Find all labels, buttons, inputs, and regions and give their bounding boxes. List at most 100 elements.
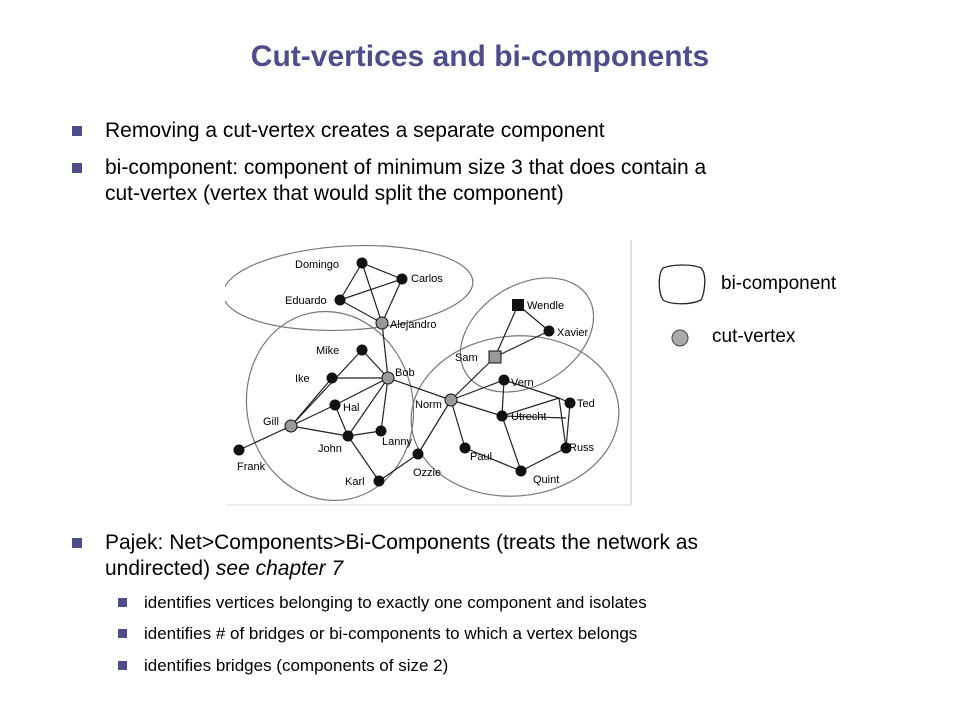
- edge: [380, 377, 389, 432]
- node-frank: [233, 444, 245, 456]
- node-hal: [329, 399, 341, 411]
- label-paul: Paul: [470, 451, 492, 463]
- legend-cut-vertex-label: cut-vertex: [712, 326, 796, 347]
- label-ozzie: Ozzie: [413, 467, 441, 479]
- label-alejandro: Alejandro: [390, 319, 436, 331]
- edge: [494, 330, 550, 358]
- edge: [501, 397, 560, 417]
- label-vern: Vern: [511, 377, 534, 389]
- sub-bullet-text: identifies bridges (components of size 2…: [144, 656, 449, 675]
- node-domingo: [356, 257, 368, 269]
- bi-component-top-left: [225, 244, 474, 332]
- edge: [501, 379, 505, 417]
- label-eduardo: Eduardo: [285, 295, 327, 307]
- node-gill-cut-vertex: [284, 419, 298, 433]
- bullet-text: bi-component: component of minimum size …: [105, 156, 707, 179]
- node-ike: [326, 372, 338, 384]
- bullet-text-continued: cut-vertex (vertex that would split the …: [105, 182, 564, 205]
- label-xavier: Xavier: [557, 327, 589, 339]
- edge: [334, 404, 349, 437]
- node-wendle: [512, 299, 524, 311]
- sub-bullet-text: identifies # of bridges or bi-components…: [144, 624, 638, 643]
- edge: [501, 415, 522, 472]
- node-bob-cut-vertex: [381, 371, 395, 385]
- bullet-square: [72, 538, 82, 548]
- node-vern: [498, 374, 510, 386]
- bi-component-top-right: [459, 277, 595, 393]
- edge: [450, 399, 503, 417]
- edge: [334, 377, 389, 406]
- edge: [558, 397, 567, 449]
- edge: [290, 404, 336, 427]
- label-bob: Bob: [395, 367, 415, 379]
- pajek-chapter-reference: see chapter 7: [215, 557, 344, 580]
- node-mike: [356, 344, 368, 356]
- label-quint: Quint: [533, 474, 559, 486]
- bi-component-legend-icon: [658, 264, 706, 305]
- edge: [378, 453, 419, 482]
- bullet-square: [72, 163, 82, 173]
- edge: [565, 402, 571, 449]
- legend-bi-component-label: bi-component: [721, 273, 837, 294]
- edge: [339, 278, 403, 301]
- label-karl: Karl: [345, 476, 365, 488]
- node-alejandro-cut-vertex: [375, 316, 389, 330]
- network-diagram: Domingo Carlos Eduardo Alejandro Wendle …: [225, 238, 633, 507]
- node-john: [342, 430, 354, 442]
- node-karl: [373, 475, 385, 487]
- cut-vertex-legend-icon: [671, 329, 689, 347]
- edge: [347, 430, 382, 437]
- pajek-undirected-text: undirected): [105, 557, 211, 580]
- node-xavier: [543, 325, 555, 337]
- edge: [290, 425, 349, 437]
- node-lanny: [375, 425, 387, 437]
- node-norm-cut-vertex: [444, 393, 458, 407]
- edge: [450, 379, 505, 401]
- label-mike: Mike: [316, 345, 339, 357]
- sub-bullet-square: [118, 598, 127, 607]
- label-sam: Sam: [455, 352, 478, 364]
- node-sam-cut-vertex: [488, 350, 502, 364]
- edge: [339, 299, 383, 324]
- edge: [238, 425, 292, 451]
- bi-component-left: [245, 310, 415, 502]
- sub-bullet-text: identifies vertices belonging to exactly…: [144, 593, 647, 612]
- label-domingo: Domingo: [295, 259, 339, 271]
- edge: [494, 304, 519, 358]
- sub-bullet-square: [118, 629, 127, 638]
- label-john: John: [318, 443, 342, 455]
- edge: [450, 356, 496, 401]
- edge: [290, 377, 333, 427]
- edge: [339, 262, 363, 301]
- label-carlos: Carlos: [411, 273, 443, 285]
- label-ike: Ike: [295, 373, 310, 385]
- bi-component-right: [410, 335, 620, 497]
- node-ozzie: [412, 448, 424, 460]
- edge: [417, 399, 452, 455]
- edge: [503, 379, 560, 399]
- label-ted: Ted: [577, 398, 595, 410]
- edge: [520, 447, 567, 472]
- label-hal: Hal: [343, 402, 360, 414]
- bullet-text: Removing a cut-vertex creates a separate…: [105, 119, 605, 142]
- node-russ: [560, 442, 572, 454]
- bullet-text: Pajek: Net>Components>Bi-Components (tre…: [105, 531, 698, 554]
- node-paul: [459, 442, 471, 454]
- edge: [501, 415, 567, 419]
- label-russ: Russ: [569, 442, 595, 454]
- edge: [381, 278, 403, 324]
- label-lanny: Lanny: [382, 436, 412, 448]
- node-ted: [564, 397, 576, 409]
- edge: [290, 349, 363, 427]
- node-quint: [515, 465, 527, 477]
- node-eduardo: [334, 294, 346, 306]
- label-gill: Gill: [263, 416, 279, 428]
- edge: [361, 262, 383, 324]
- edge: [464, 447, 522, 472]
- node-utrecht: [496, 410, 508, 422]
- edge: [347, 435, 380, 482]
- bullet-square: [72, 126, 82, 136]
- edge: [387, 377, 452, 401]
- slide-title: Cut-vertices and bi-components: [250, 40, 710, 73]
- edge: [361, 262, 403, 280]
